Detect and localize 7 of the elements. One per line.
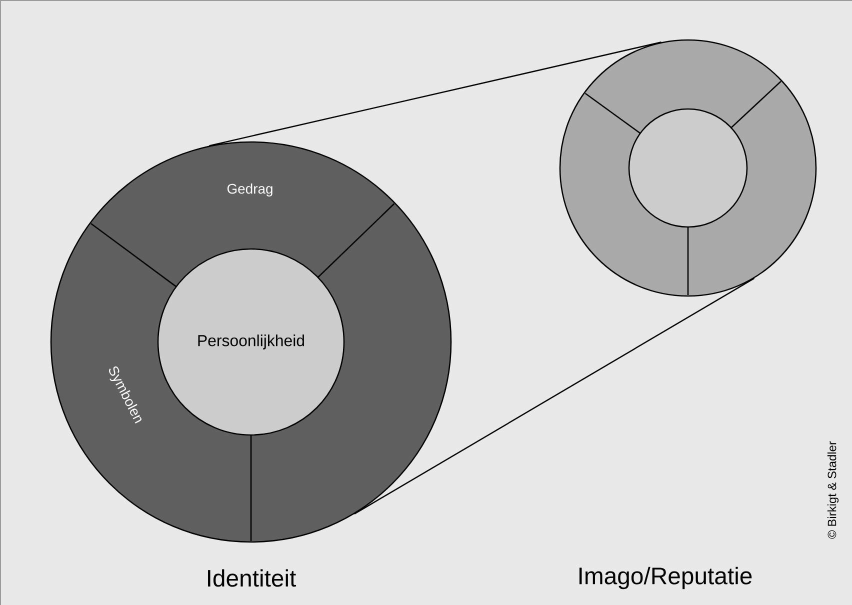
connector-line — [354, 278, 755, 515]
label: © Birkigt & Stadler — [827, 441, 839, 539]
label: Gedrag — [227, 183, 272, 196]
connector-line — [209, 42, 662, 146]
inner-circle — [628, 108, 748, 228]
label: Identiteit — [208, 569, 296, 587]
label: Imago/Reputatie — [579, 566, 752, 590]
